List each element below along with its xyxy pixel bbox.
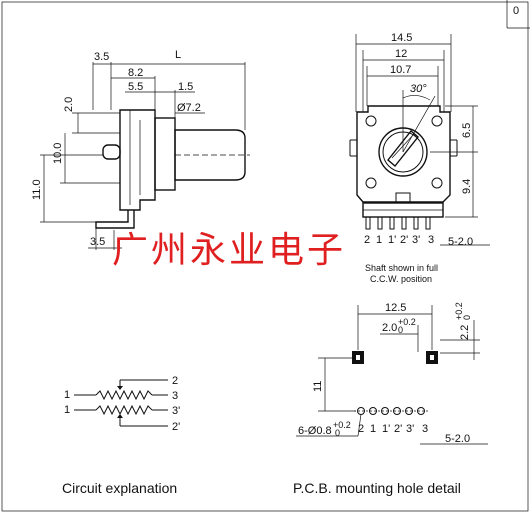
pin-label: 1 <box>376 234 382 246</box>
pcb-hole <box>417 407 425 415</box>
dim-14-5: 14.5 <box>391 32 412 44</box>
dim-3-5-bottom: 3.5 <box>90 236 105 248</box>
pin-label: 2' <box>400 234 408 246</box>
pin <box>377 216 383 230</box>
pcb-holes-tol2: 0 <box>335 428 340 438</box>
dim-1-5: 1.5 <box>178 81 193 93</box>
dim-diameter: Ø7.2 <box>177 102 201 114</box>
circuit-right-label: 2 <box>172 375 178 387</box>
shaft-note-2: C.C.W. position <box>370 274 432 284</box>
dim-12: 12 <box>395 48 407 60</box>
dim-10-7: 10.7 <box>390 64 411 76</box>
mount-hole <box>431 115 443 127</box>
bushing <box>154 117 176 191</box>
pcb-holes: 6-Ø0.8 <box>298 425 332 437</box>
pin-label: 3' <box>412 234 420 246</box>
pcb-pad-left-hole <box>356 355 360 360</box>
circuit-right-label: 3 <box>172 390 178 402</box>
watermark-text: 广州永业电子 <box>112 230 346 271</box>
pcb-pitch: 5-2.0 <box>445 433 470 445</box>
circuit-left-label: 1 <box>64 389 70 401</box>
locating-pin <box>102 144 121 160</box>
pcb-hole-detail: 12.5 2.0 +0.2 0 2.2 +0.2 0 11 6-Ø0.8 + <box>293 302 488 496</box>
pcb-dim-2-2-tol: +0.2 <box>454 302 464 320</box>
mount-hole <box>431 177 443 189</box>
pcb-hole <box>369 407 377 415</box>
dim-3-5-top: 3.5 <box>94 51 109 63</box>
pcb-hole <box>393 407 401 415</box>
dim-5-5: 5.5 <box>128 81 143 93</box>
pin-label: 3 <box>428 234 434 246</box>
holes-leader <box>357 413 362 437</box>
side-view: 3.5 L 8.2 5.5 1.5 Ø7.2 2.0 10.0 11.0 3.5 <box>31 49 250 250</box>
pcb-pin-label: 1 <box>370 423 376 435</box>
pcb-dim-12-5: 12.5 <box>385 302 406 314</box>
wiper-arrow <box>117 386 123 390</box>
body-outline <box>119 109 156 211</box>
pcb-holes-tol: +0.2 <box>333 420 351 430</box>
angle-line <box>402 95 436 153</box>
pin <box>365 216 371 230</box>
pcb-dim-2-0-tol: +0.2 <box>398 317 416 327</box>
circuit-right-label: 2' <box>172 421 180 433</box>
corner-glyph: 0 <box>513 5 519 17</box>
dim-8-2: 8.2 <box>128 67 143 79</box>
pin <box>413 216 419 230</box>
pin-label: 1' <box>388 234 396 246</box>
circuit-explanation: 1 1 2 3 3' 2' Circuit explanation <box>62 375 180 496</box>
pcb-hole <box>405 407 413 415</box>
pcb-pad-right-hole <box>430 355 434 360</box>
pcb-pin-label: 2' <box>394 423 402 435</box>
dim-2-0: 2.0 <box>63 97 75 112</box>
dim-9-4: 9.4 <box>461 179 473 194</box>
pcb-dim-2-0: 2.0 <box>382 322 397 334</box>
pcb-dim-11: 11 <box>312 381 324 392</box>
dim-6-5: 6.5 <box>461 123 473 138</box>
angle-arc <box>402 95 431 101</box>
pcb-dim-2-0-tol2: 0 <box>398 325 403 335</box>
mount-hole <box>365 177 377 189</box>
resistor-1 <box>95 389 153 401</box>
housing-outline <box>356 105 451 203</box>
pcb-dim-2-2-tol2: 0 <box>462 315 472 320</box>
resistor-2 <box>95 404 153 416</box>
pin <box>425 216 431 230</box>
pcb-pin-label: 3' <box>406 423 414 435</box>
dim-L: L <box>175 49 181 61</box>
shaft-note-1: Shaft shown in full <box>365 263 438 273</box>
shaft-outline <box>174 129 246 181</box>
pcb-dim-2-2: 2.2 <box>459 325 471 340</box>
pin-label: 2 <box>364 234 370 246</box>
dim-30-deg: 30° <box>410 83 427 95</box>
dim-pitch: 5-2.0 <box>448 236 473 248</box>
circuit-caption: Circuit explanation <box>62 480 177 496</box>
pin <box>401 216 407 230</box>
pcb-pin-label: 3 <box>422 423 428 435</box>
front-view: 14.5 12 10.7 30° 6.5 9.4 2 1 1' 2' 3' 3 … <box>349 32 490 284</box>
wiper-arrow <box>117 414 123 418</box>
pins <box>365 216 431 230</box>
circuit-left-label: 1 <box>64 404 70 416</box>
pcb-pin-label: 1' <box>382 423 390 435</box>
mount-hole <box>365 115 377 127</box>
terminal-leg <box>95 210 135 229</box>
circuit-right-label: 3' <box>172 405 180 417</box>
pin <box>389 216 395 230</box>
dim-10-0: 10.0 <box>52 143 64 164</box>
pcb-caption: P.C.B. mounting hole detail <box>293 480 461 496</box>
dim-11-0: 11.0 <box>31 179 43 200</box>
pcb-hole <box>381 407 389 415</box>
pcb-pin-label: 2 <box>358 423 364 435</box>
